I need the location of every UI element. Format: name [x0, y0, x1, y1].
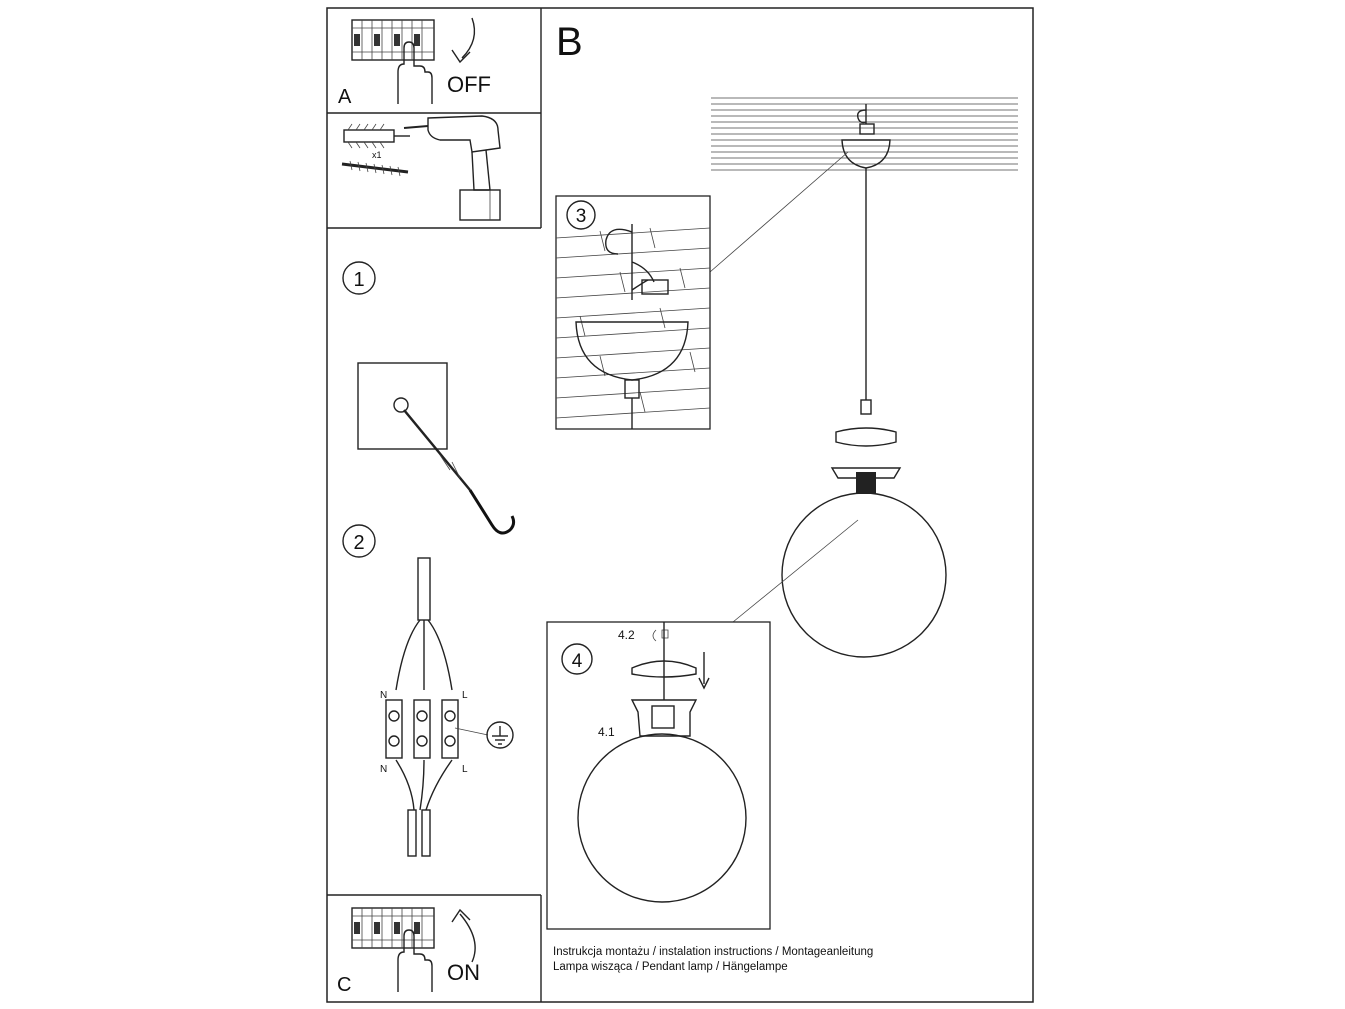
lamp-socket [856, 472, 876, 494]
drill-icon [403, 115, 501, 221]
shade-ring [835, 427, 897, 447]
supply-wires [395, 619, 453, 691]
ceiling-canopy [841, 139, 891, 169]
ceiling-plate [357, 362, 448, 450]
ceiling-hatching [711, 97, 1018, 171]
curved-arrow-icon [451, 908, 476, 963]
hand-icon [397, 929, 433, 992]
drill-hole [393, 397, 409, 413]
panel-c: C ON [337, 907, 480, 996]
step-2-number: 2 [353, 532, 364, 554]
circuit-breaker-icon [351, 19, 435, 61]
screw-icon [341, 160, 409, 177]
wire-label-n-bottom: N [380, 764, 387, 775]
panel-a: A OFF [338, 17, 491, 108]
cable-sheath [417, 557, 431, 621]
sheet-border [326, 7, 1034, 1003]
lamp-cable-right [421, 809, 431, 857]
step-c-action: ON [447, 960, 480, 985]
part-label-4-2: 4.2 [618, 628, 635, 642]
panel-b: B [546, 20, 1018, 930]
wall-plug-icon [343, 123, 410, 149]
wire-label-l-top: L [462, 690, 468, 701]
callout-canopy [709, 151, 849, 273]
glass-globe-detail [577, 733, 747, 903]
footer-line-1: Instrukcja montażu / instalation instruc… [553, 946, 874, 958]
down-arrow-icon [698, 652, 710, 690]
curved-arrow-icon [451, 17, 476, 64]
step-1-number: 1 [353, 269, 364, 291]
step-c-letter: C [337, 974, 351, 996]
hand-icon [397, 41, 433, 104]
lamp-holder [630, 699, 698, 737]
footer-caption: Instrukcja montażu / instalation instruc… [553, 945, 873, 975]
ground-symbol-icon [486, 721, 514, 749]
step-4-number: 4 [572, 651, 583, 672]
circuit-breaker-icon [351, 907, 435, 949]
wire-label-n-top: N [380, 690, 387, 701]
step-a-action: OFF [447, 72, 491, 97]
ceiling-hook-icon [856, 104, 867, 124]
quantity-label: x1 [372, 150, 382, 160]
step-2: 2 N L N L [342, 524, 514, 857]
footer-line-2: Lampa wisząca / Pendant lamp / Hängelamp… [553, 961, 788, 973]
step-a-letter: A [338, 86, 352, 108]
ceiling-hook-icon [403, 409, 516, 535]
detail-3: 3 [555, 195, 711, 430]
step-b-letter: B [556, 20, 583, 64]
part-label-4-1: 4.1 [598, 725, 615, 739]
detail-4: 4 4.2 4.1 [546, 621, 771, 930]
lamp-cable-left [407, 809, 417, 857]
shade-ring-detail [631, 660, 697, 678]
lamp-wires [395, 759, 453, 811]
terminal-block [385, 699, 459, 759]
glass-globe [781, 492, 947, 658]
step-1: 1 [342, 261, 516, 535]
shade-collar [830, 467, 902, 479]
tools-panel: x1 [341, 115, 501, 221]
callout-globe [732, 519, 859, 623]
wire-label-l-bottom: L [462, 764, 468, 775]
step-3-number: 3 [576, 206, 587, 227]
